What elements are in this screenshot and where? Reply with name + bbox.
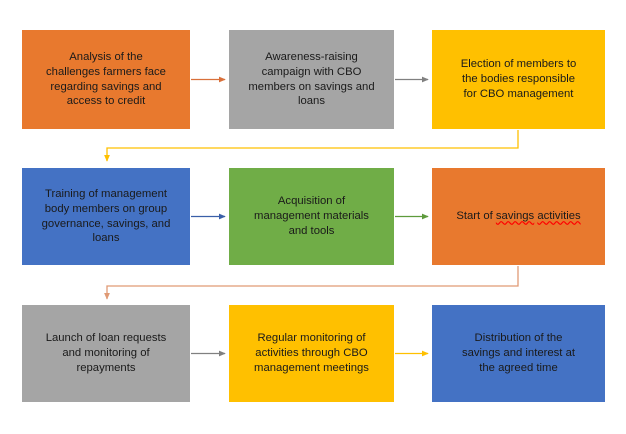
spell-check-error: activities — [537, 210, 581, 223]
connector-node3-to-node4 — [104, 130, 519, 162]
connector-node6-to-node7 — [104, 266, 519, 300]
spell-check-error: savings — [495, 210, 535, 223]
process-node-label: Start of savings activities — [456, 210, 581, 223]
process-node-start-of-savings-activities[interactable]: Start of savings activities — [432, 168, 605, 265]
